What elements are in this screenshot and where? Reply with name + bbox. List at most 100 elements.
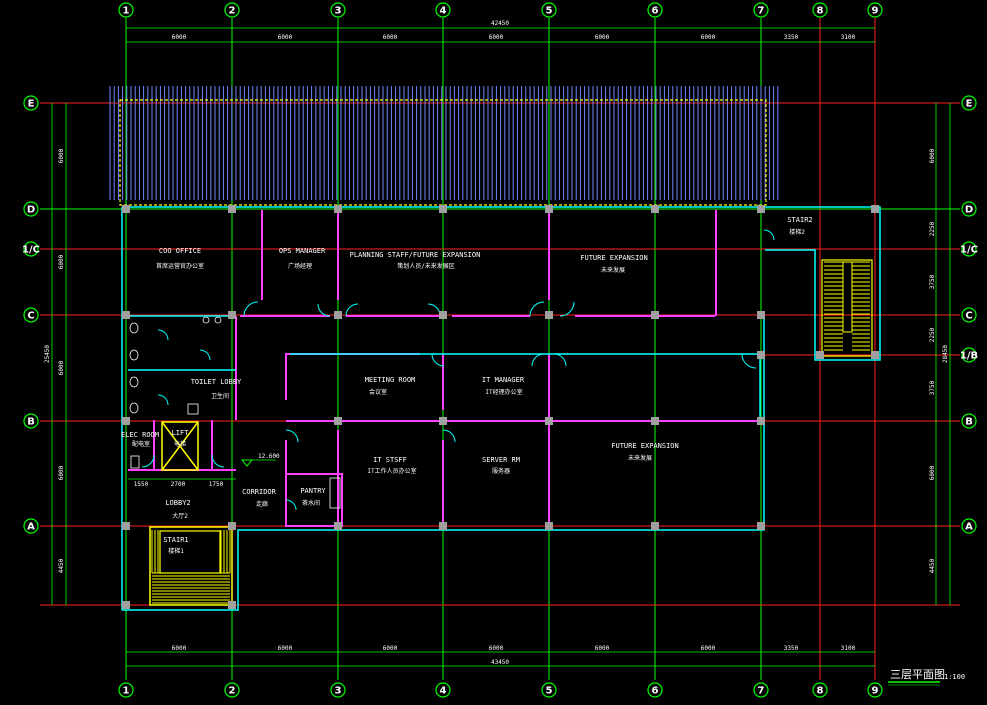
column (651, 311, 659, 319)
top-bay-dim-6: 6000 (701, 34, 716, 41)
bottom-bay-dim-7: 3350 (784, 645, 799, 652)
axis-bubble-bottom-2: 2 (224, 682, 240, 698)
svg-text:1: 1 (123, 6, 130, 17)
right-dim-1: 6000 (929, 148, 936, 163)
room-coo-office-cn: 首席运营官办公室 (156, 262, 204, 270)
svg-text:E: E (966, 99, 973, 110)
column (757, 522, 765, 530)
column (334, 311, 342, 319)
stair2-core (821, 259, 873, 357)
room-pantry-cn: 茶水间 (302, 499, 320, 507)
stair1-treads (151, 530, 231, 604)
column (439, 417, 447, 425)
column (122, 311, 130, 319)
room-lobby2-cn: 大厅2 (172, 512, 188, 520)
right-dim-5: 3750 (929, 380, 936, 395)
room-ops-manager-cn: 广场经理 (288, 262, 312, 270)
svg-text:6: 6 (652, 6, 659, 17)
bottom-bay-dim-2: 6000 (278, 645, 293, 652)
svg-text:C: C (27, 311, 34, 322)
room-server: SERVER RM (482, 456, 520, 464)
column (228, 205, 236, 213)
column (122, 522, 130, 530)
room-lobby2: LOBBY2 (165, 499, 190, 507)
structural-columns (122, 205, 879, 609)
top-total-dim: 42450 (491, 20, 509, 27)
axis-bubble-left-D: D (23, 201, 39, 217)
svg-text:A: A (965, 522, 973, 533)
column (439, 311, 447, 319)
room-pantry: PANTRY (300, 487, 326, 495)
column (122, 417, 130, 425)
room-meeting-cn: 会议室 (369, 388, 387, 396)
right-dim-7: 4450 (929, 558, 936, 573)
svg-text:2: 2 (229, 686, 236, 697)
bottom-bay-dim-6: 6000 (701, 645, 716, 652)
axis-bubble-left-E: E (23, 95, 39, 111)
axis-bubble-top-5: 5 (541, 2, 557, 18)
axis-bubble-right-1C: 1/C (960, 241, 978, 257)
room-it-staff-cn: IT工作人员办公室 (367, 467, 416, 475)
svg-text:6: 6 (652, 686, 659, 697)
axis-bubble-top-9: 9 (867, 2, 883, 18)
column (334, 417, 342, 425)
axis-bubble-right-D: D (961, 201, 977, 217)
axis-bubble-bottom-5: 5 (541, 682, 557, 698)
stair2-treads (824, 261, 870, 351)
svg-text:3: 3 (335, 6, 342, 17)
column (545, 417, 553, 425)
column (439, 522, 447, 530)
svg-text:8: 8 (817, 6, 824, 17)
column (651, 522, 659, 530)
axis-bubble-bottom-4: 4 (435, 682, 451, 698)
room-stair1-cn: 楼梯1 (168, 547, 184, 555)
room-planning: PLANNING STAFF/FUTURE EXPANSION (350, 251, 481, 259)
room-coo-office: COO OFFICE (159, 247, 201, 255)
axis-bubble-top-4: 4 (435, 2, 451, 18)
left-dim-3: 6000 (58, 360, 65, 375)
bottom-total-dim: 43450 (491, 659, 509, 666)
axis-bubble-top-6: 6 (647, 2, 663, 18)
axis-bubble-left-C: C (23, 307, 39, 323)
axis-bubble-top-3: 3 (330, 2, 346, 18)
column (816, 351, 824, 359)
room-future-expansion-1-cn: 未来发展 (601, 266, 625, 274)
left-dim-1: 6000 (58, 148, 65, 163)
svg-text:D: D (965, 205, 973, 216)
axis-bubble-top-8: 8 (812, 2, 828, 18)
room-server-cn: 服务器 (492, 467, 510, 475)
column (228, 522, 236, 530)
column (334, 522, 342, 530)
room-corridor-cn: 走廊 (256, 500, 268, 508)
svg-text:1: 1 (123, 686, 130, 697)
axis-bubble-bottom-3: 3 (330, 682, 346, 698)
top-bay-dim-5: 6000 (595, 34, 610, 41)
svg-text:5: 5 (546, 6, 553, 17)
left-dim-2: 6000 (58, 254, 65, 269)
column (871, 351, 879, 359)
column (334, 205, 342, 213)
svg-text:C: C (965, 311, 972, 322)
svg-text:8: 8 (817, 686, 824, 697)
axis-bubble-right-B: B (961, 413, 977, 429)
right-dim-3: 3750 (929, 274, 936, 289)
room-ops-manager: OPS MANAGER (279, 247, 326, 255)
right-dim-6: 6000 (929, 465, 936, 480)
room-it-manager-cn: IT经理办公室 (485, 388, 522, 396)
column (545, 205, 553, 213)
column (545, 522, 553, 530)
svg-text:7: 7 (758, 6, 765, 17)
lobby-dim-2: 2700 (171, 481, 186, 488)
column (122, 205, 130, 213)
louver-sunshade (109, 86, 779, 200)
column (439, 205, 447, 213)
axis-bubble-bottom-6: 6 (647, 682, 663, 698)
right-dim-4: 2250 (929, 327, 936, 342)
axis-bubble-bottom-1: 1 (118, 682, 134, 698)
bottom-bay-dim-5: 6000 (595, 645, 610, 652)
axis-bubble-top-2: 2 (224, 2, 240, 18)
top-bay-dim-1: 6000 (172, 34, 187, 41)
room-toilet-lobby-cn: 卫生间 (211, 392, 229, 400)
column (228, 601, 236, 609)
